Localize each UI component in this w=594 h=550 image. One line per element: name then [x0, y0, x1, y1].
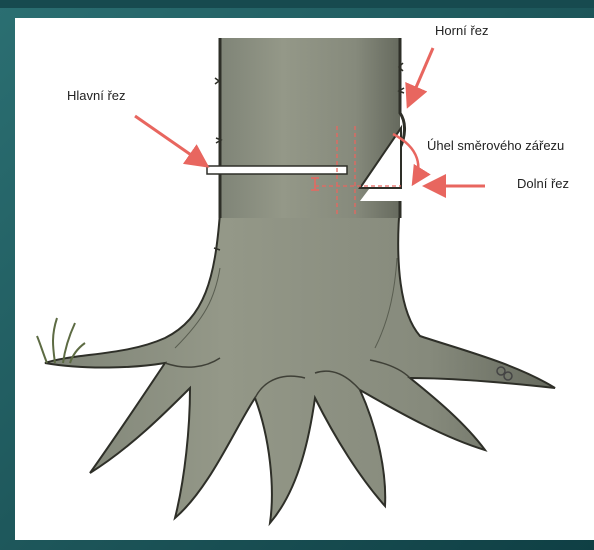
label-bottom-cut: Dolní řez: [517, 176, 569, 191]
diagram-panel: Hlavní řez Horní řez Úhel směrového záře…: [15, 18, 594, 540]
main-cut-slot: [207, 166, 347, 174]
main-cut-arrow: [135, 116, 207, 166]
top-cut-arrow: [408, 48, 433, 106]
label-main-cut: Hlavní řez: [67, 88, 126, 103]
label-top-cut: Horní řez: [435, 23, 488, 38]
label-notch-angle: Úhel směrového zářezu: [427, 138, 564, 153]
roots: [45, 203, 555, 523]
slide-top-bar: [0, 0, 594, 8]
